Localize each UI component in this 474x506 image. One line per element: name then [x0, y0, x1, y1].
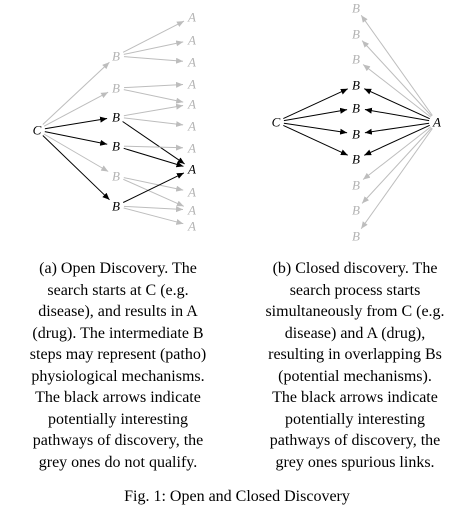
node-C: C: [272, 115, 281, 130]
node-A11: A: [187, 219, 196, 234]
edge-A-B2: [361, 40, 432, 117]
node-B1: B: [352, 1, 360, 16]
node-B10: B: [352, 229, 360, 244]
caption-line: The black arrows indicate: [35, 389, 201, 406]
edge-C-B2: [43, 91, 109, 127]
edge-C-B5: [43, 133, 109, 172]
edge-B2-A4: [123, 81, 184, 89]
node-B3: B: [112, 110, 120, 125]
edge-A-B4: [363, 88, 430, 120]
caption-line: grey ones do not qualify.: [38, 453, 198, 471]
edge-C-B5: [283, 107, 348, 122]
caption-line: grey ones spurious links.: [275, 453, 435, 471]
edge-B1-A2: [123, 40, 184, 55]
edge-A-B7: [363, 124, 430, 156]
edge-A-B10: [360, 128, 433, 229]
caption-line: (potential mechanisms).: [278, 367, 432, 385]
caption-line: disease), and results in A: [38, 303, 198, 320]
caption-line: pathways of discovery, the: [269, 432, 441, 449]
edge-B1-A1: [122, 20, 185, 53]
node-B9: B: [352, 203, 360, 218]
edge-C-B7: [283, 124, 349, 156]
caption-line: The black arrows indicate: [272, 389, 438, 406]
node-B6: B: [352, 127, 360, 142]
edge-A-B5: [364, 107, 430, 122]
node-B5: B: [112, 169, 120, 184]
node-A5: A: [187, 97, 196, 112]
node-B7: B: [352, 152, 360, 167]
node-A7: A: [187, 141, 196, 156]
caption-line: potentially interesting: [48, 410, 188, 428]
node-B4: B: [112, 139, 120, 154]
caption-line: search process starts: [289, 281, 421, 299]
node-A4: A: [187, 77, 196, 92]
edge-B6-A10: [123, 205, 184, 213]
node-B8: B: [352, 178, 360, 193]
edge-A-B8: [362, 126, 432, 180]
caption-line: search starts at C (e.g.: [47, 281, 189, 299]
caption-line: (drug). The intermediate B: [32, 324, 204, 342]
edge-A-B1: [360, 15, 433, 116]
edge-B4-A7: [123, 144, 184, 151]
caption-line: potentially interesting: [285, 410, 425, 428]
edge-B2-A5: [123, 89, 184, 104]
node-A: A: [432, 115, 441, 130]
edge-B3-A6: [123, 117, 184, 128]
node-C: C: [33, 123, 42, 138]
caption-line: resulting in overlapping Bs: [268, 346, 442, 363]
node-B3: B: [352, 52, 360, 67]
edge-B3-A8: [122, 121, 185, 165]
node-B5: B: [352, 101, 360, 116]
caption-closed-discovery: (b) Closed discovery. The search process…: [236, 258, 474, 473]
edge-B6-A11: [123, 207, 184, 225]
edge-B3-A5: [123, 103, 184, 117]
edge-A-B3: [362, 64, 432, 118]
edge-C-B4: [44, 131, 108, 146]
edge-A-B6: [364, 122, 430, 135]
node-A8: A: [187, 162, 196, 177]
edge-A-B9: [361, 127, 432, 204]
node-A1: A: [187, 10, 196, 25]
node-B2: B: [112, 81, 120, 96]
edge-B5-A9: [123, 177, 184, 192]
node-A2: A: [187, 33, 196, 48]
edge-C-B4: [283, 88, 349, 120]
edge-B1-A3: [123, 56, 184, 64]
caption-line: (b) Closed discovery. The: [272, 260, 438, 277]
edge-B5-A10: [123, 178, 185, 207]
figure-caption: Fig. 1: Open and Closed Discovery: [124, 488, 350, 505]
caption-line: disease) and A (drug),: [284, 324, 426, 342]
caption-line: steps may represent (patho): [29, 346, 207, 363]
caption-line: simultaneously from C (e.g.: [265, 303, 445, 320]
node-B4: B: [352, 78, 360, 93]
edge-B4-A8: [123, 147, 184, 168]
node-B6: B: [112, 199, 120, 214]
node-A3: A: [187, 55, 196, 70]
node-B1: B: [112, 49, 120, 64]
node-A6: A: [187, 119, 196, 134]
edge-C-B6: [42, 135, 110, 201]
node-A10: A: [187, 203, 196, 218]
edge-B6-A8: [122, 172, 185, 203]
caption-open-discovery: (a) Open Discovery. The search starts at…: [0, 258, 236, 473]
edge-C-B1: [42, 61, 110, 125]
edge-C-B3: [44, 116, 108, 130]
caption-line: physiological mechanisms.: [31, 367, 205, 385]
edge-C-B6: [283, 122, 348, 135]
node-B2: B: [352, 27, 360, 42]
caption-line: pathways of discovery, the: [32, 432, 204, 449]
node-A9: A: [187, 185, 196, 200]
caption-line: (a) Open Discovery. The: [39, 260, 197, 277]
